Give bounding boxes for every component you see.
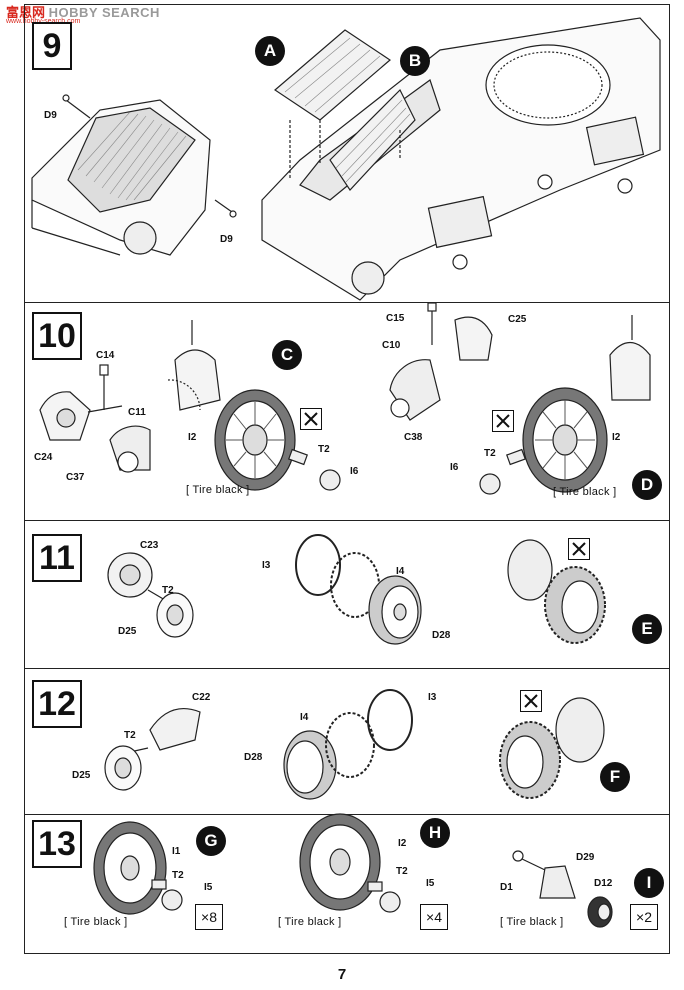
subassembly-badge: E: [632, 614, 662, 644]
part-label: I1: [172, 846, 181, 857]
subassembly-badge: H: [420, 818, 450, 848]
part-label: D25: [72, 770, 91, 781]
part-label: I2: [188, 432, 197, 443]
glue-icon: [300, 408, 322, 430]
drive-sprocket-assembled-drawing: [499, 697, 605, 799]
road-wheel-drawing: [479, 387, 608, 495]
part-label: I3: [262, 560, 271, 571]
quantity-box: ×4: [420, 904, 448, 930]
subassembly-badge: G: [196, 826, 226, 856]
part-label: C22: [192, 692, 211, 703]
part-label: I2: [612, 432, 621, 443]
part-label: T2: [318, 444, 330, 455]
glue-icon: [520, 690, 542, 712]
part-label: I2: [398, 838, 407, 849]
page-number: 7: [337, 966, 347, 983]
quantity-box: ×8: [195, 904, 223, 930]
part-label: C23: [140, 540, 159, 551]
subassembly-badge: B: [400, 46, 430, 76]
suspension-right-drawing: [389, 302, 651, 421]
part-label: I5: [426, 878, 435, 889]
part-label: D9: [220, 234, 233, 245]
watermark-cn: 富恩网: [6, 5, 46, 20]
step-number: 11: [32, 534, 82, 582]
suspension-left-drawing: [39, 320, 221, 473]
part-label: C14: [96, 350, 115, 361]
separator: [24, 302, 670, 303]
road-wheel-drawing: [214, 389, 341, 491]
part-label: D25: [118, 626, 137, 637]
part-label: D29: [576, 852, 595, 863]
part-label: D9: [44, 110, 57, 121]
step-number: 13: [32, 820, 82, 868]
part-label: I6: [350, 466, 359, 477]
part-label: T2: [484, 448, 496, 459]
glue-icon: [492, 410, 514, 432]
road-wheel-drawing: [93, 821, 183, 915]
part-label: I3: [428, 692, 437, 703]
watermark-url: www.hobby-search.com: [6, 18, 80, 25]
part-label: T2: [162, 585, 174, 596]
subassembly-badge: D: [632, 470, 662, 500]
watermark: 富恩网 HOBBY SEARCH: [6, 2, 160, 21]
return-roller-drawing: [107, 552, 194, 638]
hull-rear-drawing: [31, 94, 237, 256]
part-label: I6: [450, 462, 459, 473]
step-number: 9: [32, 22, 72, 70]
subassembly-badge: I: [634, 868, 664, 898]
paint-note: [ Tire black ]: [278, 916, 342, 928]
glue-icon: [568, 538, 590, 560]
return-roller-drawing: [104, 708, 201, 791]
part-label: C37: [66, 472, 85, 483]
drive-sprocket-assembled-drawing: [507, 539, 606, 644]
part-label: T2: [396, 866, 408, 877]
step-number: 10: [32, 312, 82, 360]
paint-note: [ Tire black ]: [186, 484, 250, 496]
part-label: T2: [124, 730, 136, 741]
part-label: C11: [128, 407, 146, 418]
part-label: I4: [396, 566, 405, 577]
paint-note: [ Tire black ]: [64, 916, 128, 928]
part-label: T2: [172, 870, 184, 881]
part-label: C25: [508, 314, 527, 325]
road-wheel-drawing: [299, 813, 401, 913]
subassembly-badge: F: [600, 762, 630, 792]
drive-sprocket-exploded-drawing: [295, 534, 422, 645]
paint-note: [ Tire black ]: [500, 916, 564, 928]
part-label: D12: [594, 878, 613, 889]
separator: [24, 520, 670, 521]
hull-main-drawing: [261, 17, 661, 301]
part-label: I4: [300, 712, 309, 723]
page-frame: [24, 4, 670, 954]
part-label: D28: [432, 630, 451, 641]
part-label: D1: [500, 882, 513, 893]
part-label: C24: [34, 452, 53, 463]
part-label: C10: [382, 340, 401, 351]
part-label: I5: [204, 882, 213, 893]
paint-note: [ Tire black ]: [553, 486, 617, 498]
subassembly-badge: A: [255, 36, 285, 66]
quantity-box: ×2: [630, 904, 658, 930]
part-label: D28: [244, 752, 263, 763]
idler-axle-drawing: [512, 850, 613, 928]
drive-sprocket-exploded-drawing: [283, 689, 413, 800]
watermark-en: HOBBY SEARCH: [48, 5, 160, 20]
part-label: C38: [404, 432, 423, 443]
part-label: C15: [386, 313, 405, 324]
step-number: 12: [32, 680, 82, 728]
subassembly-badge: C: [272, 340, 302, 370]
separator: [24, 668, 670, 669]
